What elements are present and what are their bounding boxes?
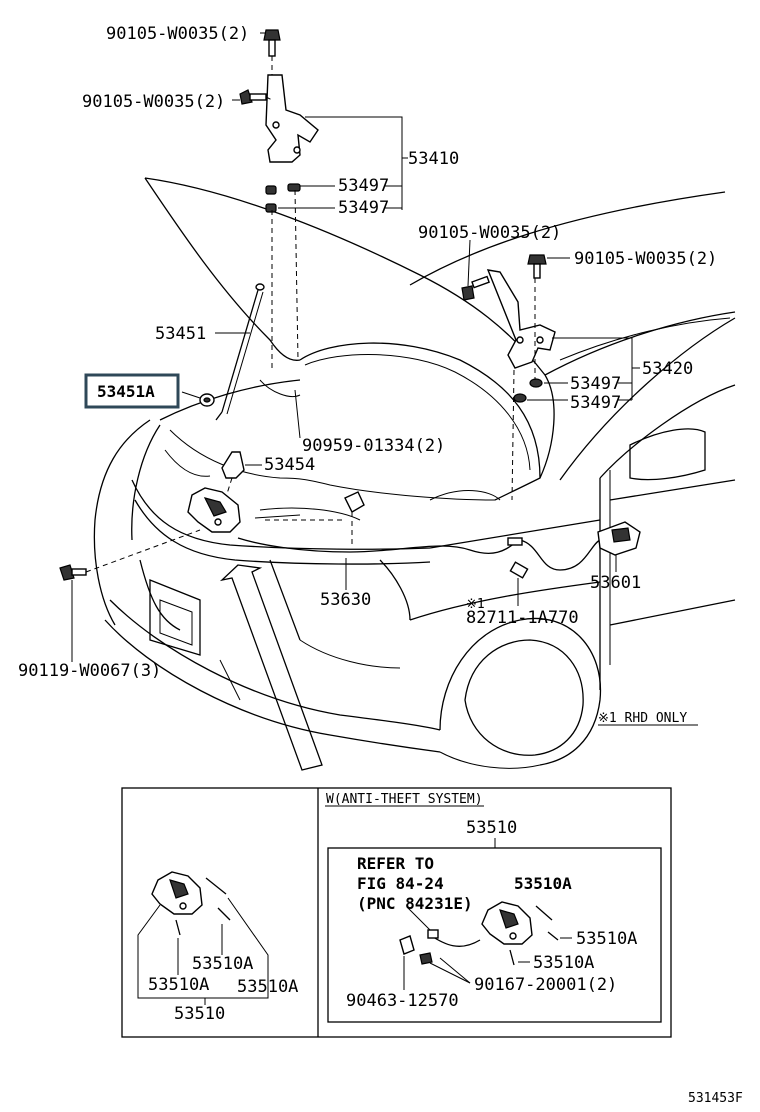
label-cushion-4: 53497 bbox=[570, 393, 621, 413]
label-at-part-a3: 53510A bbox=[533, 953, 594, 973]
hood-lock-lever bbox=[221, 451, 245, 501]
std-hood-lock bbox=[151, 871, 231, 936]
anti-theft-leader-lines bbox=[403, 907, 572, 990]
std-leader-lines bbox=[137, 897, 269, 1005]
support-rod-holder bbox=[199, 393, 215, 407]
anti-theft-hood-lock bbox=[399, 901, 559, 966]
label-anti-theft-title: W(ANTI-THEFT SYSTEM) bbox=[326, 792, 483, 807]
bolt-hinge-right-b bbox=[527, 254, 547, 279]
hood-release-cable bbox=[237, 519, 601, 579]
bolt-bumper bbox=[59, 529, 201, 581]
label-std-assy: 53510 bbox=[174, 1004, 225, 1024]
label-release-handle: 53601 bbox=[590, 573, 641, 593]
label-rhd-marker: ※1 bbox=[466, 597, 485, 612]
car-body-outline bbox=[93, 177, 736, 771]
label-bolt-hinge-right-a: 90105-W0035(2) bbox=[418, 223, 561, 243]
label-at-part-a1: 53510A bbox=[514, 874, 572, 893]
label-anti-theft-assy: 53510 bbox=[466, 818, 517, 838]
label-std-part-a2: 53510A bbox=[148, 975, 209, 995]
label-at-clip: 90463-12570 bbox=[346, 991, 459, 1011]
label-cushion-1: 53497 bbox=[338, 176, 389, 196]
figure-code: 531453F bbox=[688, 1091, 743, 1106]
label-at-part-a2: 53510A bbox=[576, 929, 637, 949]
label-bolt-hinge-left: 90105-W0035(2) bbox=[82, 92, 225, 112]
label-clip: 90959-01334(2) bbox=[302, 436, 445, 456]
label-support-rod-holder: 53451A bbox=[97, 382, 155, 401]
bolt-hinge-top bbox=[263, 29, 281, 75]
label-cushion-3: 53497 bbox=[570, 374, 621, 394]
label-support-rod: 53451 bbox=[155, 324, 206, 344]
label-rhd-part-number: 82711-1A770 bbox=[466, 608, 579, 628]
label-rhd-note: ※1 RHD ONLY bbox=[598, 711, 687, 726]
label-std-part-a3: 53510A bbox=[237, 977, 298, 997]
leader-lines bbox=[71, 32, 698, 726]
label-bolt-hinge-right-b: 90105-W0035(2) bbox=[574, 249, 717, 269]
hood-clip bbox=[344, 491, 365, 545]
hood-hinge-left bbox=[265, 74, 319, 370]
bolt-hinge-left bbox=[239, 89, 273, 105]
hood-release-handle bbox=[597, 521, 641, 556]
label-refer-line1: REFER TO bbox=[357, 854, 434, 873]
label-lock-lever: 53454 bbox=[264, 455, 315, 475]
hood-support-rod bbox=[215, 283, 265, 421]
hood-hinge-right bbox=[486, 269, 556, 501]
highlight-box bbox=[84, 373, 180, 409]
label-bolt-bumper: 90119-W0067(3) bbox=[18, 661, 161, 681]
label-cushion-2: 53497 bbox=[338, 198, 389, 218]
inset-box bbox=[121, 787, 672, 1038]
label-std-part-a1: 53510A bbox=[192, 954, 253, 974]
hood-lock-assembly bbox=[187, 487, 241, 533]
label-refer-line3: (PNC 84231E) bbox=[357, 894, 473, 913]
label-refer-line2: FIG 84-24 bbox=[357, 874, 444, 893]
label-hinge-left: 53410 bbox=[408, 149, 459, 169]
label-bolt-hinge-top: 90105-W0035(2) bbox=[106, 24, 249, 44]
label-at-bolt: 90167-20001(2) bbox=[474, 975, 617, 995]
label-release-cable: 53630 bbox=[320, 590, 371, 610]
bolt-hinge-right-a bbox=[461, 275, 490, 301]
label-hinge-right: 53420 bbox=[642, 359, 693, 379]
